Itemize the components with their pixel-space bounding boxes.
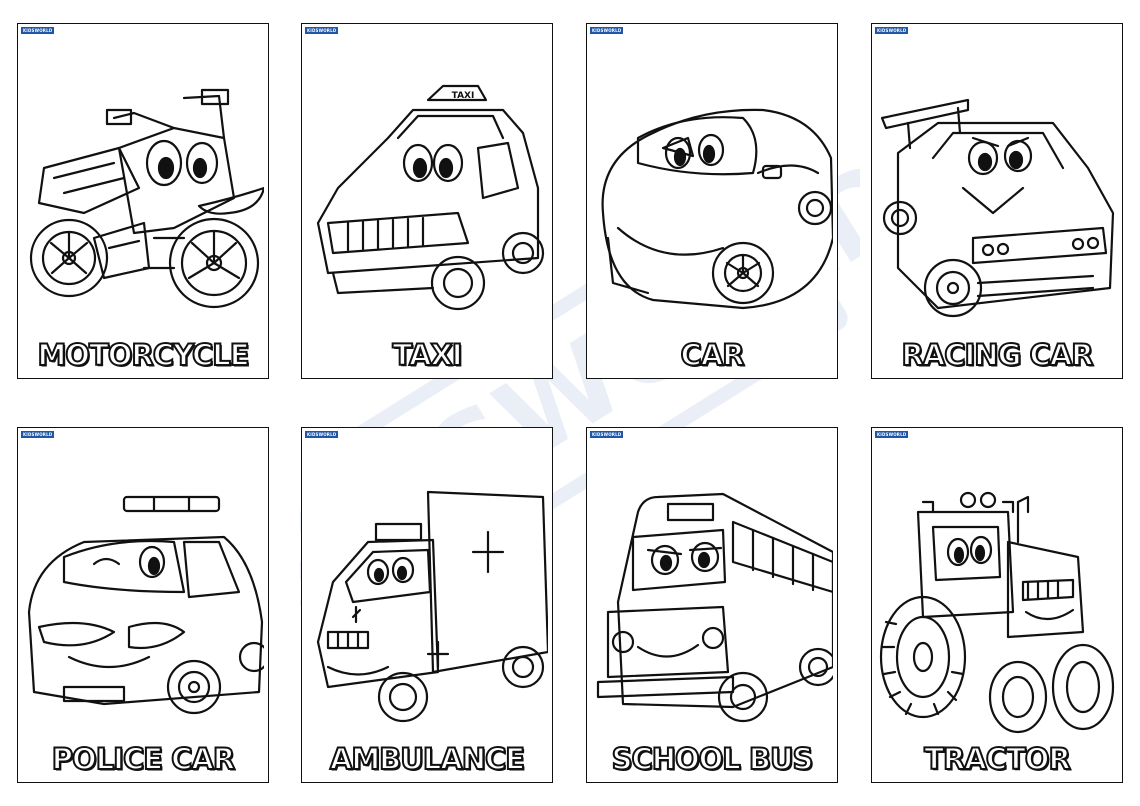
card-label-motorcycle: MOTORCYCLE: [36, 337, 250, 373]
card-label-taxi: TAXI: [391, 337, 463, 373]
racing-car-icon: [878, 38, 1118, 338]
card-ambulance: KIDSWORLD AMBULANCE: [301, 427, 553, 783]
ambulance-icon: [308, 442, 548, 742]
card-label-tractor: TRACTOR: [923, 741, 1072, 777]
brand-badge: KIDSWORLD: [590, 431, 624, 438]
card-tractor: KIDSWORLD TRACTOR: [871, 427, 1123, 783]
motorcycle-icon: [24, 38, 264, 338]
card-label-car: CAR: [679, 337, 745, 373]
brand-badge: KIDSWORLD: [305, 431, 339, 438]
card-label-ambulance: AMBULANCE: [329, 741, 526, 777]
brand-badge: KIDSWORLD: [875, 27, 909, 34]
brand-badge: KIDSWORLD: [21, 431, 55, 438]
tractor-icon: [878, 442, 1118, 742]
card-taxi: KIDSWORLD TAXI TAXI: [301, 23, 553, 379]
card-racing-car: KIDSWORLD RACING CAR: [871, 23, 1123, 379]
brand-badge: KIDSWORLD: [875, 431, 909, 438]
brand-badge: KIDSWORLD: [590, 27, 624, 34]
police-car-icon: [24, 442, 264, 742]
taxi-icon: TAXI: [308, 38, 548, 338]
card-label-police-car: POLICE CAR: [51, 741, 236, 777]
card-police-car: KIDSWORLD POLICE CAR: [17, 427, 269, 783]
card-label-racing-car: RACING CAR: [900, 337, 1094, 373]
card-motorcycle: KIDSWORLD MOTORCYCLE: [17, 23, 269, 379]
card-label-school-bus: SCHOOL BUS: [611, 741, 815, 777]
brand-badge: KIDSWORLD: [21, 27, 55, 34]
card-school-bus: KIDSWORLD SCHOOL BUS: [586, 427, 838, 783]
school-bus-icon: [593, 442, 833, 742]
car-icon: [593, 38, 833, 338]
taxi-sign-text: TAXI: [452, 91, 475, 101]
card-car: KIDSWORLD CAR: [586, 23, 838, 379]
brand-badge: KIDSWORLD: [305, 27, 339, 34]
